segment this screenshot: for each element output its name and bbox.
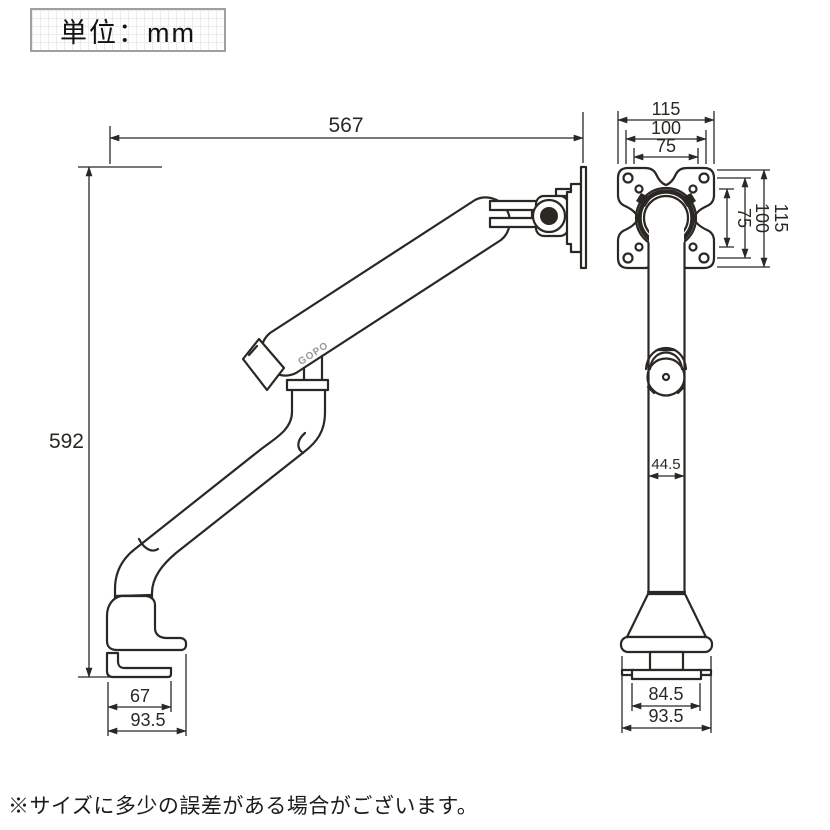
riser-collar [285, 378, 330, 392]
dim-pole-width: 44.5 [648, 456, 685, 480]
arm-end-cap-notch [247, 344, 259, 357]
size-disclaimer-text: ※サイズに多少の誤差がある場合がございます。 [8, 795, 479, 818]
lower-arm-bend-detail-top [297, 431, 307, 455]
pivot-notch-right [676, 385, 686, 395]
dim-overall-width: 567 [109, 112, 584, 164]
base-plate [630, 668, 703, 681]
pivot-circle [646, 357, 686, 397]
dim-label: 115 [771, 204, 791, 233]
dim-label: 75 [656, 136, 676, 156]
size-disclaimer-note: ※サイズに多少の誤差がある場合がございます。 [8, 790, 478, 820]
desk-clamp-jaw [105, 651, 173, 679]
dim-label: 100 [651, 118, 681, 138]
pivot-center-dot [661, 372, 671, 382]
front-view: 44.5 115 100 75 [616, 99, 791, 733]
base-column [648, 650, 685, 672]
vesa-plate-side [579, 165, 588, 270]
pole-edges [647, 241, 686, 596]
dim-overall-height: 592 [49, 166, 162, 678]
ball-joint-inner [540, 207, 558, 225]
dim-label: 75 [734, 208, 754, 228]
pivot-joint [644, 346, 688, 397]
dim-label: 93.5 [130, 710, 165, 730]
lower-arm-bend-detail-bottom [137, 537, 160, 552]
vesa-hole-inner-bl [634, 242, 644, 252]
side-view: GOPO 567 592 [49, 112, 588, 736]
dim-label: 44.5 [651, 456, 680, 473]
unit-label-box: 単位：mm [30, 8, 226, 52]
base-flange [619, 635, 714, 654]
dim-clamp-inner: 67 [107, 681, 172, 736]
pivot-dome-inner [648, 351, 684, 371]
dim-label: 84.5 [648, 684, 683, 704]
ext-line [621, 656, 712, 733]
dim-base-outer: 93.5 [621, 656, 712, 733]
mount-bracket-side [565, 182, 583, 254]
dim-clamp-outer: 93.5 [107, 654, 187, 736]
dim-plate-width-inner: 75 [633, 136, 699, 164]
dim-label: 567 [328, 114, 363, 137]
vesa-hole-inner-br [688, 242, 698, 252]
dim-base-inner: 84.5 [631, 683, 701, 711]
dim-label: 592 [49, 430, 84, 453]
dim-label: 100 [752, 203, 772, 233]
dim-label: 93.5 [648, 706, 683, 726]
fork-upper-prong [488, 199, 542, 212]
riser-neck-lines [302, 354, 324, 382]
pivot-notch-left [646, 385, 656, 395]
vesa-hole-outer-br [698, 252, 710, 264]
upper-arm [260, 196, 511, 377]
vesa-hole-outer-tl [622, 172, 634, 184]
dim-label: 67 [130, 686, 150, 706]
vesa-plate-front [616, 166, 716, 270]
vesa-hole-inner-tr [688, 184, 698, 194]
dim-plate-height-inner: 75 [719, 188, 754, 248]
base-cone [625, 592, 708, 639]
dim-plate-height-outer: 115 [717, 169, 791, 268]
unit-label: 単位：mm [60, 17, 196, 48]
dim-plate-width-outer: 115 [617, 99, 715, 164]
desk-clamp-body [105, 594, 188, 652]
vesa-hole-outer-bl [622, 252, 634, 264]
dim-label: 115 [652, 99, 681, 119]
dim-plate-width-mid: 100 [625, 118, 707, 164]
vesa-hole-outer-tr [698, 172, 710, 184]
pivot-dome-outer [644, 346, 688, 371]
vesa-hole-inner-tl [634, 184, 644, 194]
pole-fill [649, 221, 684, 594]
clamp-joint-line [113, 593, 154, 598]
